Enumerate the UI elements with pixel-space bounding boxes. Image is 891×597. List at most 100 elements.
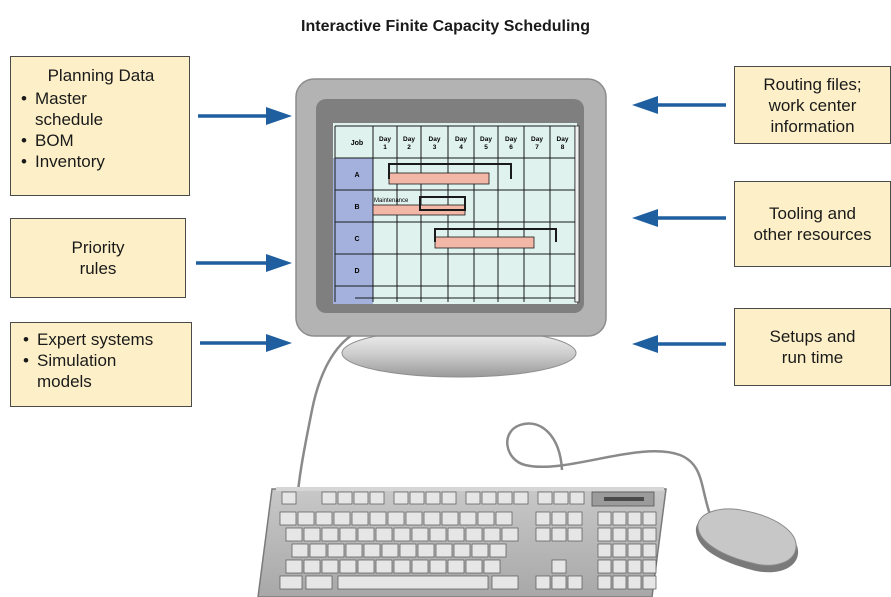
keyboard-key <box>305 575 333 590</box>
keyboard-key <box>612 543 627 558</box>
priority-line-1: Priority <box>71 238 125 257</box>
keyboard-key <box>417 543 435 558</box>
job-label: B <box>354 204 359 211</box>
job-column <box>333 158 373 304</box>
keyboard-key <box>315 511 333 526</box>
mouse-cable <box>506 422 714 521</box>
keyboard-key <box>363 543 381 558</box>
day-header-label: Day <box>429 136 441 143</box>
keyboard-key <box>411 527 429 542</box>
arrow-setups <box>632 335 726 353</box>
keyboard-key <box>567 575 583 590</box>
keyboard-key <box>303 559 321 574</box>
keyboard-key <box>627 559 642 574</box>
arrow-priority <box>196 254 292 272</box>
routing-files-box: Routing files; work center information <box>734 66 891 144</box>
keyboard-key <box>551 575 567 590</box>
screen-scroll-edge <box>574 125 580 303</box>
keyboard-key <box>569 491 585 505</box>
day-header-number: 4 <box>459 144 463 151</box>
day-header-number: 2 <box>407 144 411 151</box>
keyboard-key <box>369 511 387 526</box>
job-header: Job <box>351 140 363 147</box>
keyboard-key <box>285 559 303 574</box>
keyboard-key <box>597 559 612 574</box>
keyboard-key <box>357 559 375 574</box>
keyboard-key <box>477 511 495 526</box>
day-header-number: 3 <box>433 144 437 151</box>
keyboard-key <box>483 527 501 542</box>
day-header-label: Day <box>379 136 391 143</box>
day-header-number: 6 <box>509 144 513 151</box>
keyboard-key <box>435 543 453 558</box>
keyboard-key <box>333 511 351 526</box>
job-label: A <box>354 172 359 179</box>
keyboard-key <box>375 527 393 542</box>
keyboard-key <box>535 527 551 542</box>
keyboard-key <box>375 559 393 574</box>
keyboard-key <box>567 511 583 526</box>
keyboard-key <box>281 491 297 505</box>
day-header-label: Day <box>505 136 517 143</box>
arrow-routing <box>632 96 726 114</box>
keyboard-key <box>491 575 519 590</box>
keyboard-key <box>513 491 529 505</box>
keyboard-key <box>423 511 441 526</box>
keyboard-key <box>642 559 657 574</box>
keyboard-key <box>495 511 513 526</box>
keyboard-key <box>597 527 612 542</box>
keyboard-key <box>627 511 642 526</box>
keyboard-key <box>353 491 369 505</box>
keyboard-key <box>642 527 657 542</box>
keyboard-key <box>612 527 627 542</box>
keyboard-key <box>465 559 483 574</box>
routing-line-1: Routing files; <box>763 74 862 94</box>
keyboard-key <box>321 491 337 505</box>
keyboard-key <box>279 511 297 526</box>
arrow-planning <box>198 107 292 125</box>
priority-rules-box: Priority rules <box>10 218 186 298</box>
keyboard-key <box>337 575 489 590</box>
keyboard-key <box>441 511 459 526</box>
keyboard-keys <box>279 491 657 590</box>
keyboard-key <box>642 575 657 590</box>
keyboard-key <box>471 543 489 558</box>
keyboard-key <box>369 491 385 505</box>
tooling-box: Tooling and other resources <box>734 181 891 267</box>
mouse-body <box>697 508 797 566</box>
arrow-tooling <box>632 209 726 227</box>
setups-line-2: run time <box>781 348 844 367</box>
keyboard-key <box>285 527 303 542</box>
day-header-number: 1 <box>383 144 387 151</box>
keyboard-key <box>535 575 551 590</box>
keyboard-key <box>483 559 501 574</box>
job-a-bracket <box>388 163 512 179</box>
keyboard-led-strip <box>604 497 644 501</box>
maintenance-label: Maintenance <box>374 198 409 204</box>
keyboard-key <box>465 527 483 542</box>
day-header-label: Day <box>557 136 569 143</box>
tooling-line-2: other resources <box>753 225 872 244</box>
keyboard-key <box>612 559 627 574</box>
planning-data-heading: Planning Data <box>47 66 155 85</box>
keyboard-key <box>345 543 363 558</box>
keyboard-key <box>465 491 481 505</box>
keyboard-key <box>567 527 583 542</box>
setups-box: Setups and run time <box>734 308 891 386</box>
keyboard-key <box>351 511 369 526</box>
day-header-number: 8 <box>561 144 565 151</box>
keyboard-key <box>497 491 513 505</box>
keyboard-key <box>612 511 627 526</box>
priority-line-2: rules <box>79 259 117 278</box>
job-c-bar <box>434 236 535 249</box>
tooling-line-1: Tooling and <box>769 204 856 223</box>
keyboard-key <box>303 527 321 542</box>
mouse <box>695 508 799 573</box>
keyboard-top-edge <box>276 487 664 491</box>
keyboard-key <box>447 527 465 542</box>
